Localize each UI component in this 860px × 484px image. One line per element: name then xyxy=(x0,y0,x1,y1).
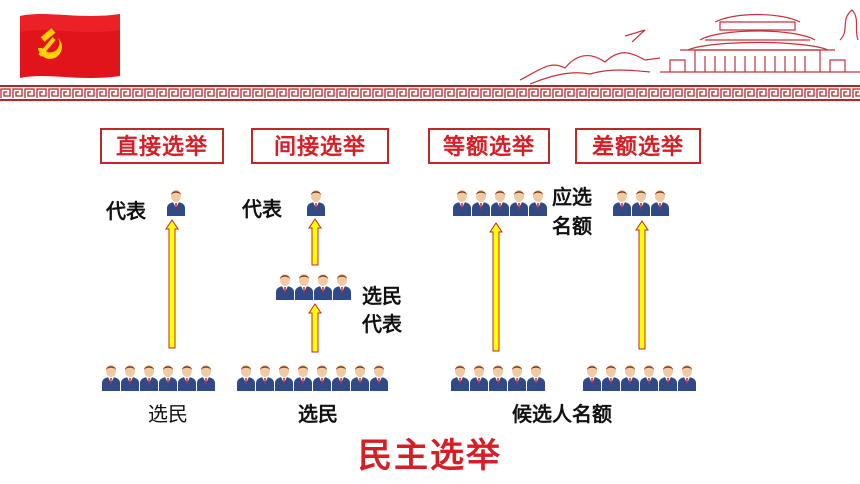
person-icon xyxy=(631,188,651,216)
label-voter-rep-line2: 代表 xyxy=(362,312,402,336)
tiananmen-skyline-icon xyxy=(520,9,860,85)
header-divider-top xyxy=(0,85,860,87)
label-indirect-representative: 代表 xyxy=(242,197,282,221)
arrow-up-icon xyxy=(308,218,322,266)
category-indirect-election: 间接选举 xyxy=(251,128,389,164)
arrow-up-icon xyxy=(635,220,649,350)
label-voter-rep-line1: 选民 xyxy=(362,284,402,308)
label-voters-indirect: 选民 xyxy=(298,402,338,426)
person-icon xyxy=(196,363,216,391)
category-competitive-election: 差额选举 xyxy=(575,128,701,164)
person-icon xyxy=(509,188,529,216)
person-icon xyxy=(255,363,275,391)
person-icon xyxy=(101,363,121,391)
person-icon xyxy=(293,363,313,391)
person-icon xyxy=(369,363,389,391)
person-icon xyxy=(166,188,186,216)
person-icon xyxy=(507,363,527,391)
person-icon xyxy=(312,363,332,391)
header-divider-bottom xyxy=(0,99,860,101)
person-icon xyxy=(139,363,159,391)
person-icon xyxy=(350,363,370,391)
arrow-up-icon xyxy=(308,303,322,353)
person-icon xyxy=(452,188,472,216)
person-icon xyxy=(120,363,140,391)
person-icon xyxy=(677,363,697,391)
person-icon xyxy=(236,363,256,391)
person-icon xyxy=(331,363,351,391)
person-icon xyxy=(469,363,489,391)
person-icon xyxy=(601,363,621,391)
person-icon xyxy=(612,188,632,216)
category-direct-election: 直接选举 xyxy=(100,128,224,164)
person-icon xyxy=(490,188,510,216)
person-icon xyxy=(639,363,659,391)
party-flag-icon xyxy=(20,14,120,78)
person-icon xyxy=(488,363,508,391)
page-title: 民主选举 xyxy=(358,436,502,476)
person-icon xyxy=(275,272,295,300)
person-icon xyxy=(620,363,640,391)
person-icon xyxy=(582,363,602,391)
label-voters-direct: 选民 xyxy=(148,402,188,426)
meander-border xyxy=(0,87,860,99)
person-icon xyxy=(177,363,197,391)
person-icon xyxy=(306,188,326,216)
label-direct-representative: 代表 xyxy=(106,199,146,223)
person-icon xyxy=(294,272,314,300)
label-quota-line1: 应选 xyxy=(552,185,592,209)
person-icon xyxy=(158,363,178,391)
person-icon xyxy=(650,188,670,216)
person-icon xyxy=(526,363,546,391)
person-icon xyxy=(471,188,491,216)
person-icon xyxy=(274,363,294,391)
label-quota-line2: 名额 xyxy=(552,214,592,238)
category-equal-election: 等额选举 xyxy=(428,128,550,164)
person-icon xyxy=(450,363,470,391)
arrow-up-icon xyxy=(489,222,503,352)
person-icon xyxy=(658,363,678,391)
person-icon xyxy=(313,272,333,300)
person-icon xyxy=(332,272,352,300)
arrow-up-icon xyxy=(165,219,179,349)
label-candidates: 候选人名额 xyxy=(512,402,612,426)
person-icon xyxy=(528,188,548,216)
